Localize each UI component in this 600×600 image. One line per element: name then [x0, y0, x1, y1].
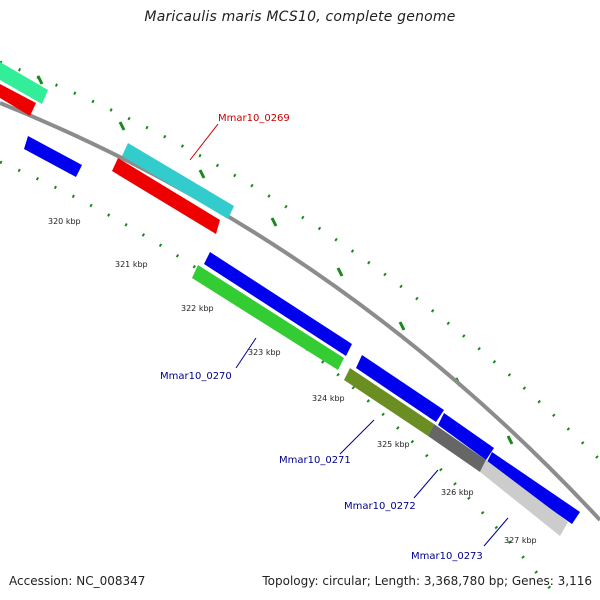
gene-blue-b[interactable] [356, 355, 444, 422]
tick-label: 325 kbp [377, 440, 410, 449]
gene-label-0273[interactable]: Mmar10_0273 [411, 551, 483, 562]
tick-label: 322 kbp [181, 304, 214, 313]
inner-scale-track [0, 160, 562, 600]
outer-scale-track [0, 60, 600, 462]
tick-label: 321 kbp [115, 260, 148, 269]
gene-cyan[interactable] [122, 143, 234, 219]
tick-label: 323 kbp [248, 348, 281, 357]
gene-label-0271[interactable]: Mmar10_0271 [279, 455, 351, 466]
gene-red-top[interactable] [0, 84, 36, 116]
map-title: Maricaulis maris MCS10, complete genome [144, 9, 456, 25]
tick-label: 324 kbp [312, 394, 345, 403]
gene-lightgray-0273[interactable] [480, 460, 568, 536]
gene-label-0269[interactable]: Mmar10_0269 [218, 113, 290, 124]
gene-gray-0272[interactable] [428, 424, 486, 472]
gene-green-0270[interactable] [192, 265, 344, 370]
gene-red-0269[interactable] [112, 158, 220, 234]
genome-summary-text: Topology: circular; Length: 3,368,780 bp… [262, 574, 592, 588]
label-leaders [189, 123, 509, 547]
tick-label: 320 kbp [48, 217, 81, 226]
tick-label: 327 kbp [504, 536, 537, 545]
accession-text: Accession: NC_008347 [9, 574, 146, 588]
gene-olive-0271[interactable] [344, 368, 434, 436]
gene-blue-d[interactable] [486, 452, 580, 524]
genome-backbone [0, 101, 600, 522]
gene-label-0272[interactable]: Mmar10_0272 [344, 501, 416, 512]
gene-blue-left[interactable] [24, 136, 82, 177]
gene-blue-a[interactable] [204, 252, 352, 356]
gene-label-0270[interactable]: Mmar10_0270 [160, 371, 232, 382]
gene-blue-c[interactable] [438, 413, 494, 460]
tick-label: 326 kbp [441, 488, 474, 497]
gene-mint[interactable] [0, 62, 48, 104]
